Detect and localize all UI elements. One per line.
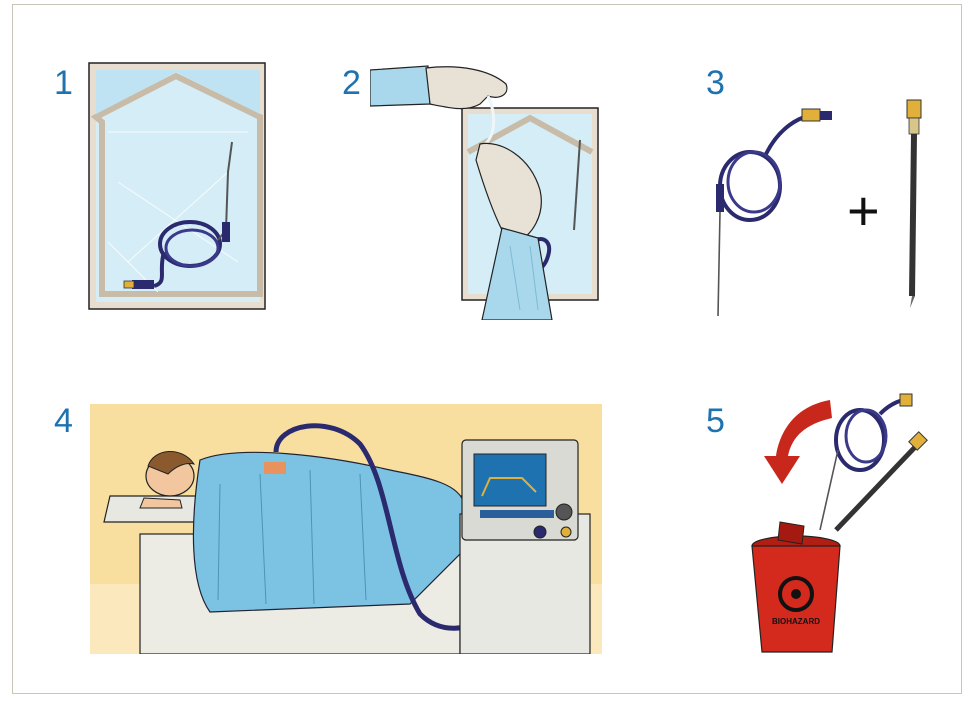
step-number-4: 4 <box>54 404 73 438</box>
biohazard-container: BIOHAZARD <box>752 522 840 652</box>
step-2-illustration <box>370 60 610 320</box>
plus-sign: + <box>847 179 880 242</box>
step-number-1: 1 <box>54 66 73 100</box>
probe-cable <box>716 109 832 316</box>
step-number-3: 3 <box>706 66 725 100</box>
step-number-2: 2 <box>342 66 361 100</box>
step-1-illustration <box>88 62 268 312</box>
step-4-illustration <box>90 404 602 654</box>
step-number-5: 5 <box>706 404 725 438</box>
curved-arrow <box>764 400 832 484</box>
step-5-illustration: BIOHAZARD <box>740 380 940 660</box>
biohazard-label: BIOHAZARD <box>772 617 820 626</box>
introducer-needle <box>907 100 921 308</box>
step-3-illustration: + <box>700 96 950 322</box>
